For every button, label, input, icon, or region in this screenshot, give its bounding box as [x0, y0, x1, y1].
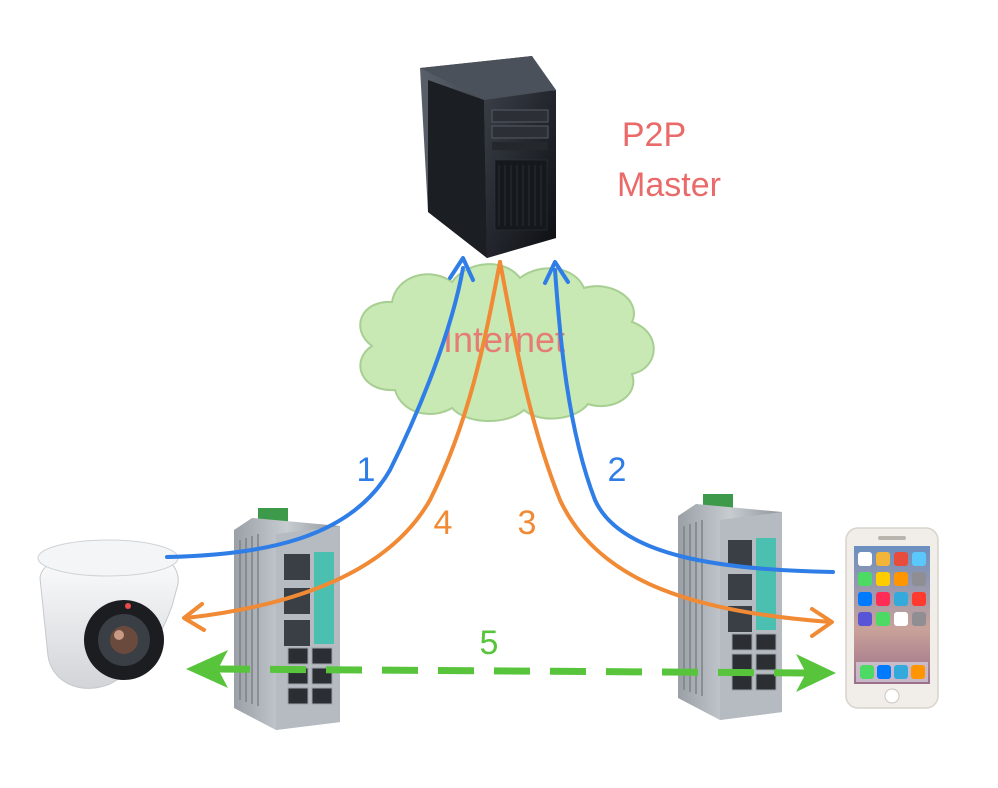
arrow-step-4-head: [182, 602, 206, 632]
app-grid: [856, 552, 928, 682]
arrow-step-4: [184, 260, 502, 620]
server-title-line2: Master: [617, 166, 721, 204]
arrow-step-1: [165, 266, 465, 559]
arrow-step-5: [213, 665, 807, 677]
arrow-step-3: [498, 260, 832, 624]
arrow-step-5-right-head: [796, 654, 836, 692]
arrow-step-5-left-head: [186, 650, 228, 688]
arrow-step-3-head: [810, 607, 834, 638]
smartphone-icon: [845, 527, 939, 709]
step-label-1: 1: [357, 451, 376, 489]
arrow-step-2: [553, 268, 835, 574]
step-label-2: 2: [608, 451, 627, 489]
internet-cloud-icon: [359, 263, 655, 422]
server-title-line1: P2P: [622, 116, 686, 154]
left-switch-icon: [234, 508, 340, 730]
server-tower-icon: [420, 56, 556, 258]
step-label-4: 4: [434, 504, 453, 542]
dome-camera-icon: [37, 539, 179, 689]
step-label-5: 5: [480, 624, 499, 662]
step-label-3: 3: [518, 504, 537, 542]
arrow-step-1-head: [448, 256, 475, 282]
internet-label: Internet: [443, 319, 565, 360]
arrow-step-2-head: [543, 260, 570, 285]
